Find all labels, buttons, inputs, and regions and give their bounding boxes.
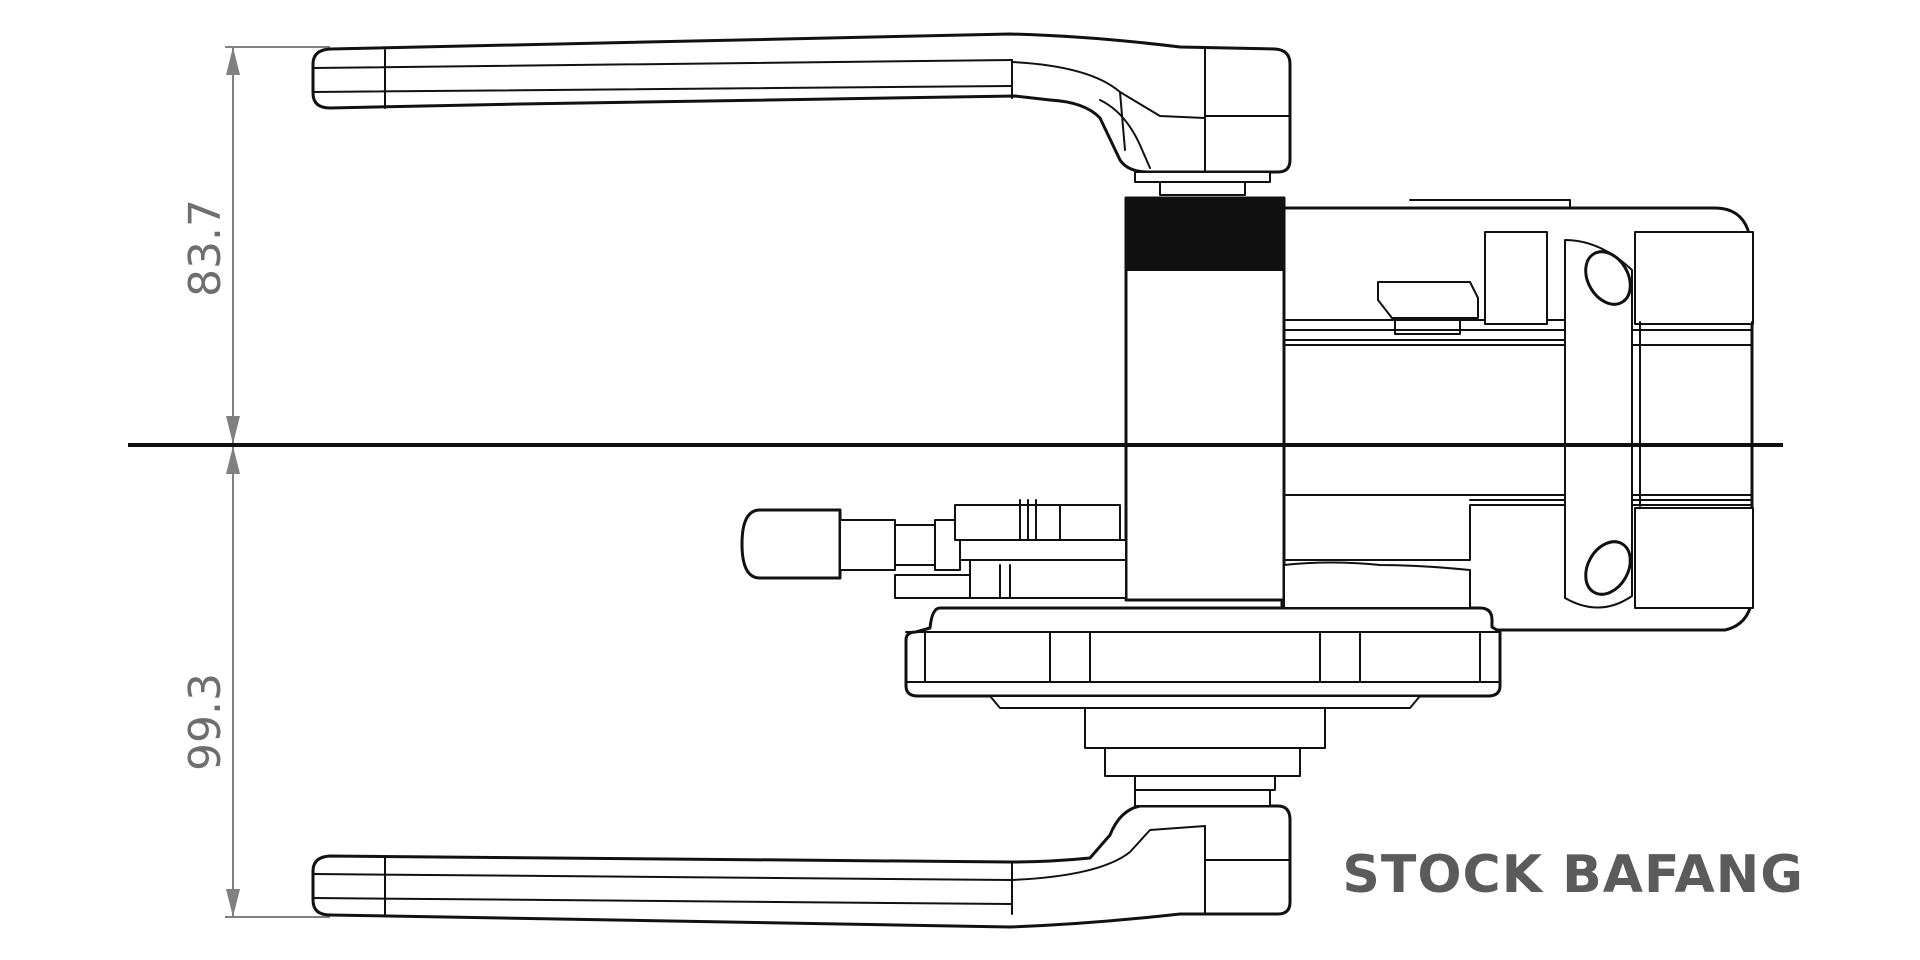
bottom-crank-arm <box>311 779 1292 929</box>
dimension-lower-label: 99.3 <box>180 673 231 771</box>
bottom-bracket-shell <box>1124 196 1286 602</box>
model-label: STOCK BAFANG <box>1342 845 1804 905</box>
knurled-ring-lower <box>1634 507 1754 609</box>
housing-lip <box>1283 561 1471 609</box>
motor-housing <box>1280 199 1754 632</box>
cable-connectors <box>740 499 1127 599</box>
dimension-upper-label: 83.7 <box>180 199 231 297</box>
knurled-ring-upper <box>1484 231 1754 325</box>
chainring-spider <box>904 606 1502 791</box>
dimension-lines <box>225 46 330 918</box>
top-crank-arm <box>311 32 1292 196</box>
